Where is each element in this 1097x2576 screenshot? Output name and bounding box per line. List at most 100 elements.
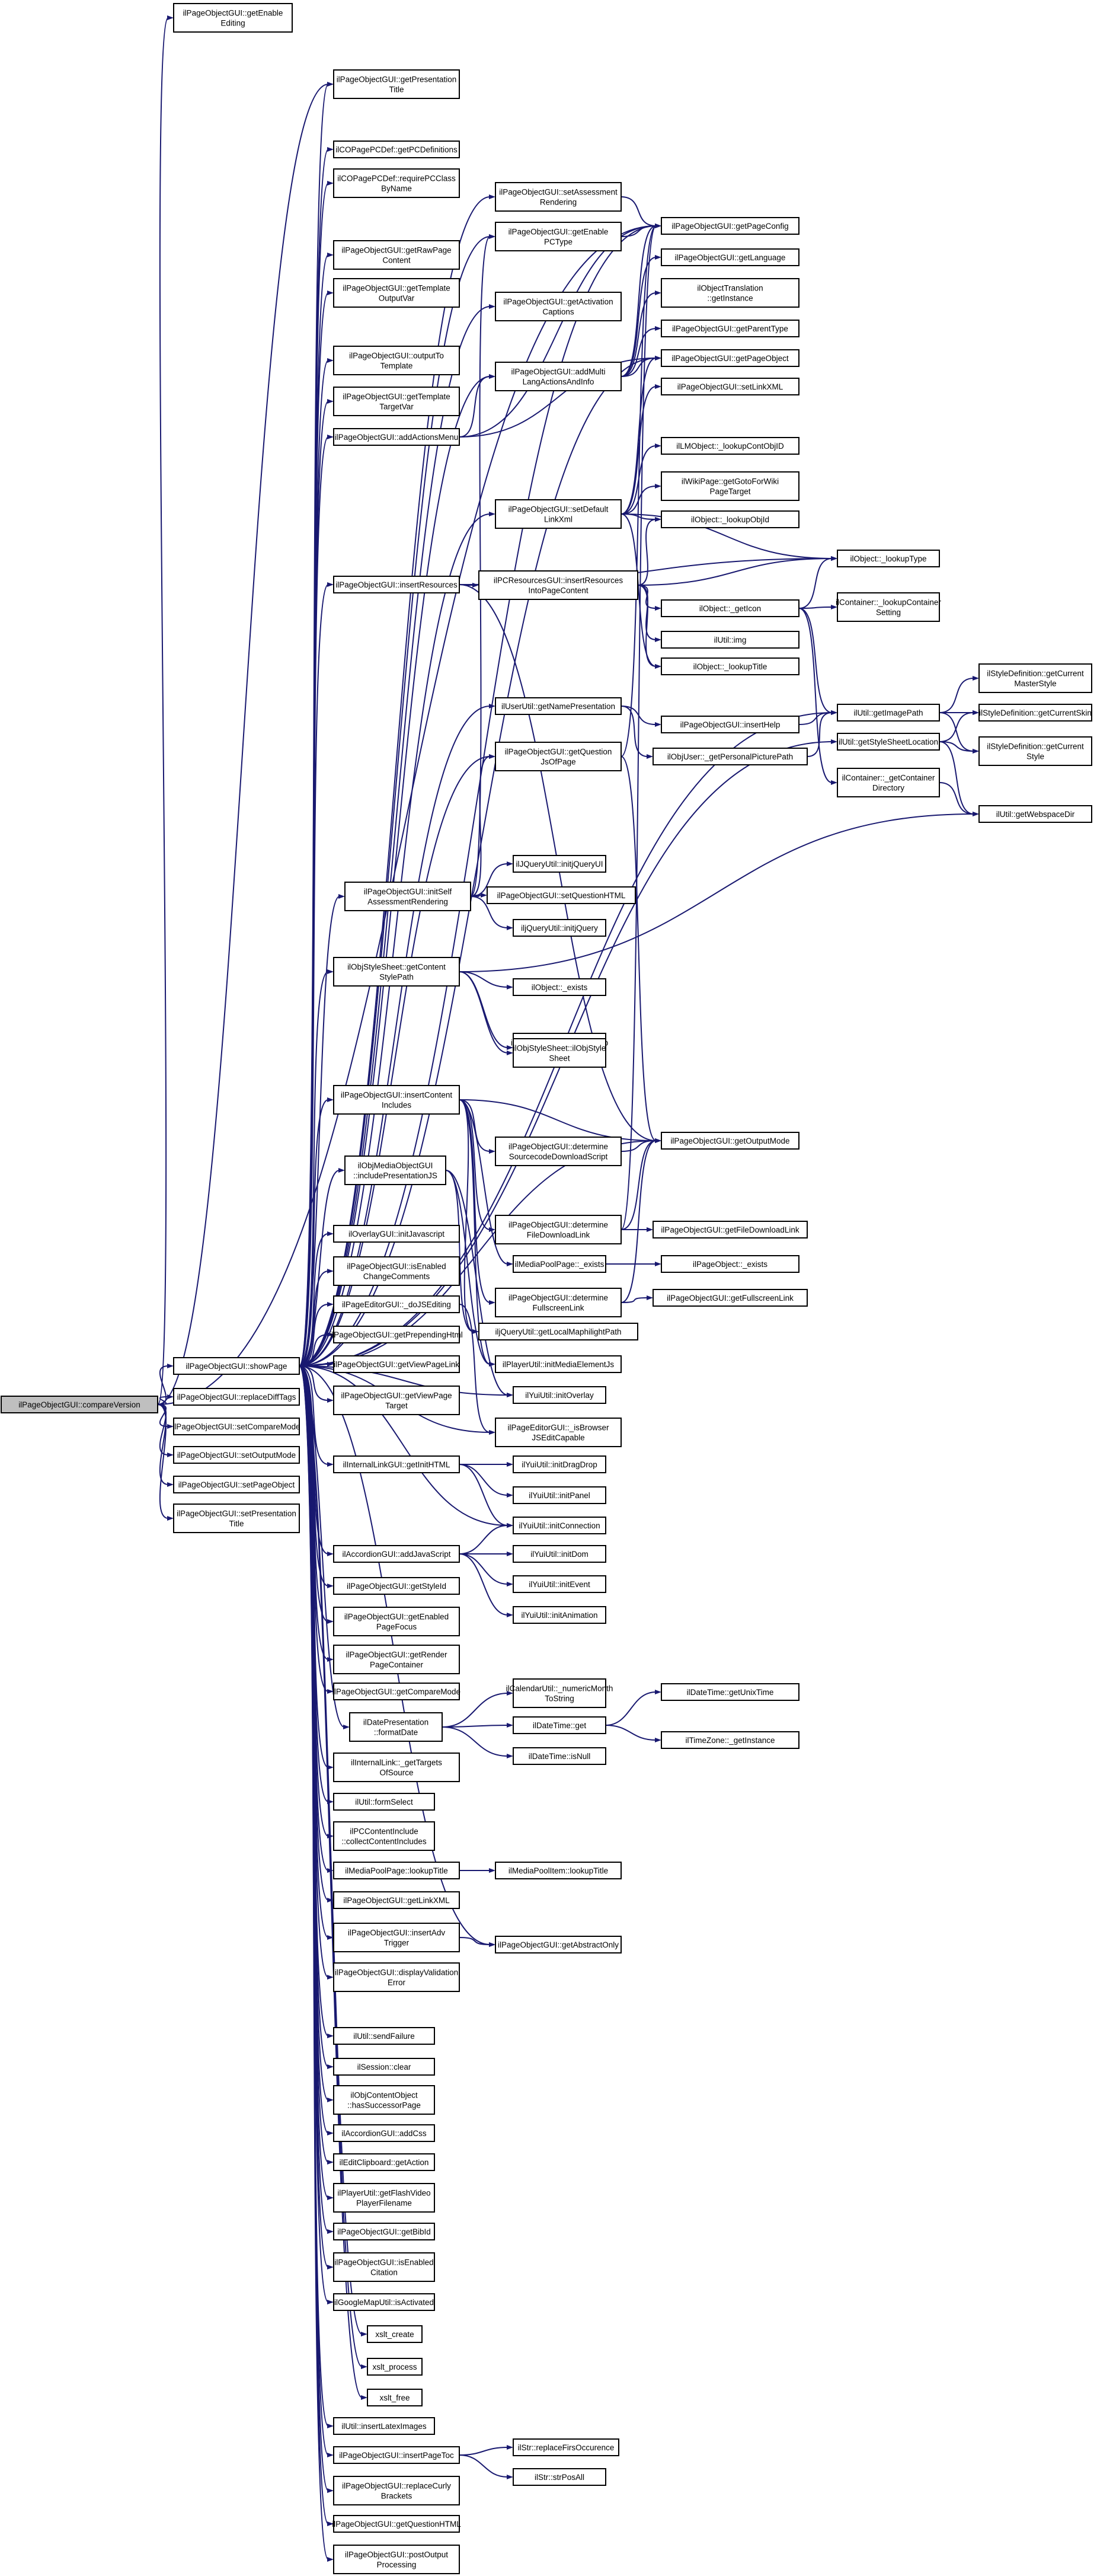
function-node[interactable]: ilPageObjectGUI::setQuestionHTML xyxy=(487,886,636,904)
function-node[interactable]: ilPageObjectGUI::getStyleId xyxy=(333,1577,460,1595)
function-node[interactable]: ilYuiUtil::initAnimation xyxy=(513,1606,606,1624)
function-node[interactable]: ilUtil::getWebspaceDir xyxy=(978,805,1092,823)
function-node[interactable]: ilUtil::sendFailure xyxy=(333,2027,435,2045)
function-node[interactable]: ilObjStyleSheet::ilObjStyleSheet xyxy=(513,1038,606,1068)
function-node[interactable]: ilPageObjectGUI::getQuestionHTML xyxy=(332,2515,461,2533)
function-node[interactable]: ilYuiUtil::initDragDrop xyxy=(513,1455,606,1473)
function-node[interactable]: ilPCResourcesGUI::insertResourcesIntoPag… xyxy=(478,570,638,600)
function-node[interactable]: ilPageObjectGUI::getViewPageLink xyxy=(333,1355,460,1373)
function-node[interactable]: ilPageObjectGUI::insertPageToc xyxy=(333,2446,460,2464)
function-node[interactable]: ilDateTime::isNull xyxy=(513,1747,606,1765)
function-node[interactable]: ilPageObjectGUI::determineSourcecodeDown… xyxy=(495,1137,622,1166)
function-node[interactable]: ilUtil::formSelect xyxy=(333,1793,435,1811)
function-node[interactable]: ilPageObjectGUI::getPrependingHtml xyxy=(330,1326,463,1343)
function-node[interactable]: ilObject::_lookupObjId xyxy=(661,510,799,528)
function-node[interactable]: ilEditClipboard::getAction xyxy=(333,2153,435,2171)
function-node[interactable]: ilDateTime::getUnixTime xyxy=(661,1683,799,1701)
function-node[interactable]: ilObjContentObject::hasSuccessorPage xyxy=(333,2085,435,2115)
function-node[interactable]: ilObjectTranslation::getInstance xyxy=(661,278,799,308)
function-node[interactable]: ilPageObjectGUI::getFileDownloadLink xyxy=(653,1221,808,1238)
function-node[interactable]: ilStr::strPosAll xyxy=(513,2468,606,2486)
function-node[interactable]: ilPageObjectGUI::getParentType xyxy=(661,320,799,337)
function-node[interactable]: ilPageObjectGUI::getOutputMode xyxy=(661,1132,799,1150)
function-node[interactable]: ilObjMediaObjectGUI::includePresentation… xyxy=(344,1155,446,1185)
function-node[interactable]: ilPageObjectGUI::getBibId xyxy=(333,2223,435,2240)
function-node[interactable]: ilUtil::getStyleSheetLocation xyxy=(837,733,940,751)
function-node[interactable]: ilPageObjectGUI::getAbstractOnly xyxy=(495,1936,622,1953)
function-node[interactable]: ilPageObjectGUI::setCompareMode xyxy=(172,1418,300,1435)
function-node[interactable]: ilPageObject::_exists xyxy=(661,1255,799,1273)
function-node[interactable]: ilPCContentInclude::collectContentInclud… xyxy=(333,1821,435,1851)
function-node[interactable]: ilYuiUtil::initConnection xyxy=(513,1517,606,1534)
function-node[interactable]: ilYuiUtil::initOverlay xyxy=(513,1386,606,1404)
function-node[interactable]: ilPageObjectGUI::addActionsMenu xyxy=(333,428,460,446)
function-node[interactable]: ilPageEditorGUI::_doJSEditing xyxy=(333,1295,460,1313)
function-node[interactable]: ilStyleDefinition::getCurrentSkin xyxy=(978,704,1092,722)
function-node[interactable]: ilYuiUtil::initPanel xyxy=(513,1486,606,1504)
function-node[interactable]: ilPageObjectGUI::addMultiLangActionsAndI… xyxy=(495,362,622,391)
function-node[interactable]: ilUtil::img xyxy=(661,631,799,649)
function-node[interactable]: ilMediaPoolPage::_exists xyxy=(513,1255,606,1273)
function-node[interactable]: ilPageObjectGUI::getPageConfig xyxy=(661,217,799,235)
function-node[interactable]: ilPageObjectGUI::insertResources xyxy=(333,576,460,593)
function-node[interactable]: ilTimeZone::_getInstance xyxy=(661,1731,799,1749)
function-node[interactable]: ilLMObject::_lookupContObjID xyxy=(661,437,799,455)
function-node[interactable]: ilStr::replaceFirsOccurence xyxy=(513,2438,619,2456)
function-node[interactable]: ilPageObjectGUI::insertHelp xyxy=(661,716,799,733)
function-node[interactable]: ilAccordionGUI::addCss xyxy=(333,2124,435,2142)
function-node[interactable]: ilDatePresentation::formatDate xyxy=(349,1712,443,1742)
function-node[interactable]: ilPageObjectGUI::getPageObject xyxy=(661,349,799,367)
function-node[interactable]: ilSession::clear xyxy=(333,2058,435,2076)
function-node[interactable]: ilPageObjectGUI::determineFileDownloadLi… xyxy=(495,1215,622,1244)
function-node[interactable]: ilMediaPoolItem::lookupTitle xyxy=(495,1862,622,1879)
root-function-node[interactable]: ilPageObjectGUI::compareVersion xyxy=(1,1396,158,1413)
function-node[interactable]: xslt_process xyxy=(367,2358,423,2376)
function-node[interactable]: ilPlayerUtil::initMediaElementJs xyxy=(495,1355,622,1373)
function-node[interactable]: ilObject::_exists xyxy=(513,978,606,996)
function-node[interactable]: ilPageObjectGUI::setPageObject xyxy=(173,1476,300,1493)
function-node[interactable]: ilObject::_lookupTitle xyxy=(661,657,799,675)
function-node[interactable]: ilUserUtil::getNamePresentation xyxy=(495,697,622,715)
function-node[interactable]: ilInternalLinkGUI::getInitHTML xyxy=(333,1455,460,1473)
function-node[interactable]: ilGoogleMapUtil::isActivated xyxy=(333,2293,435,2311)
function-node[interactable]: ilPageObjectGUI::setLinkXML xyxy=(661,378,799,395)
function-node[interactable]: iljQueryUtil::initjQuery xyxy=(513,919,606,937)
function-node[interactable]: ilPageObjectGUI::initSelfAssessmentRende… xyxy=(344,882,471,911)
function-node[interactable]: ilYuiUtil::initDom xyxy=(513,1545,606,1563)
function-node[interactable]: ilPageObjectGUI::getFullscreenLink xyxy=(653,1289,808,1307)
function-node[interactable]: iljQueryUtil::getLocalMaphilightPath xyxy=(478,1323,638,1340)
function-node[interactable]: ilPageObjectGUI::setOutputMode xyxy=(173,1446,300,1464)
function-node[interactable]: ilDateTime::get xyxy=(513,1716,606,1734)
function-node[interactable]: ilPageObjectGUI::getLinkXML xyxy=(333,1891,460,1909)
